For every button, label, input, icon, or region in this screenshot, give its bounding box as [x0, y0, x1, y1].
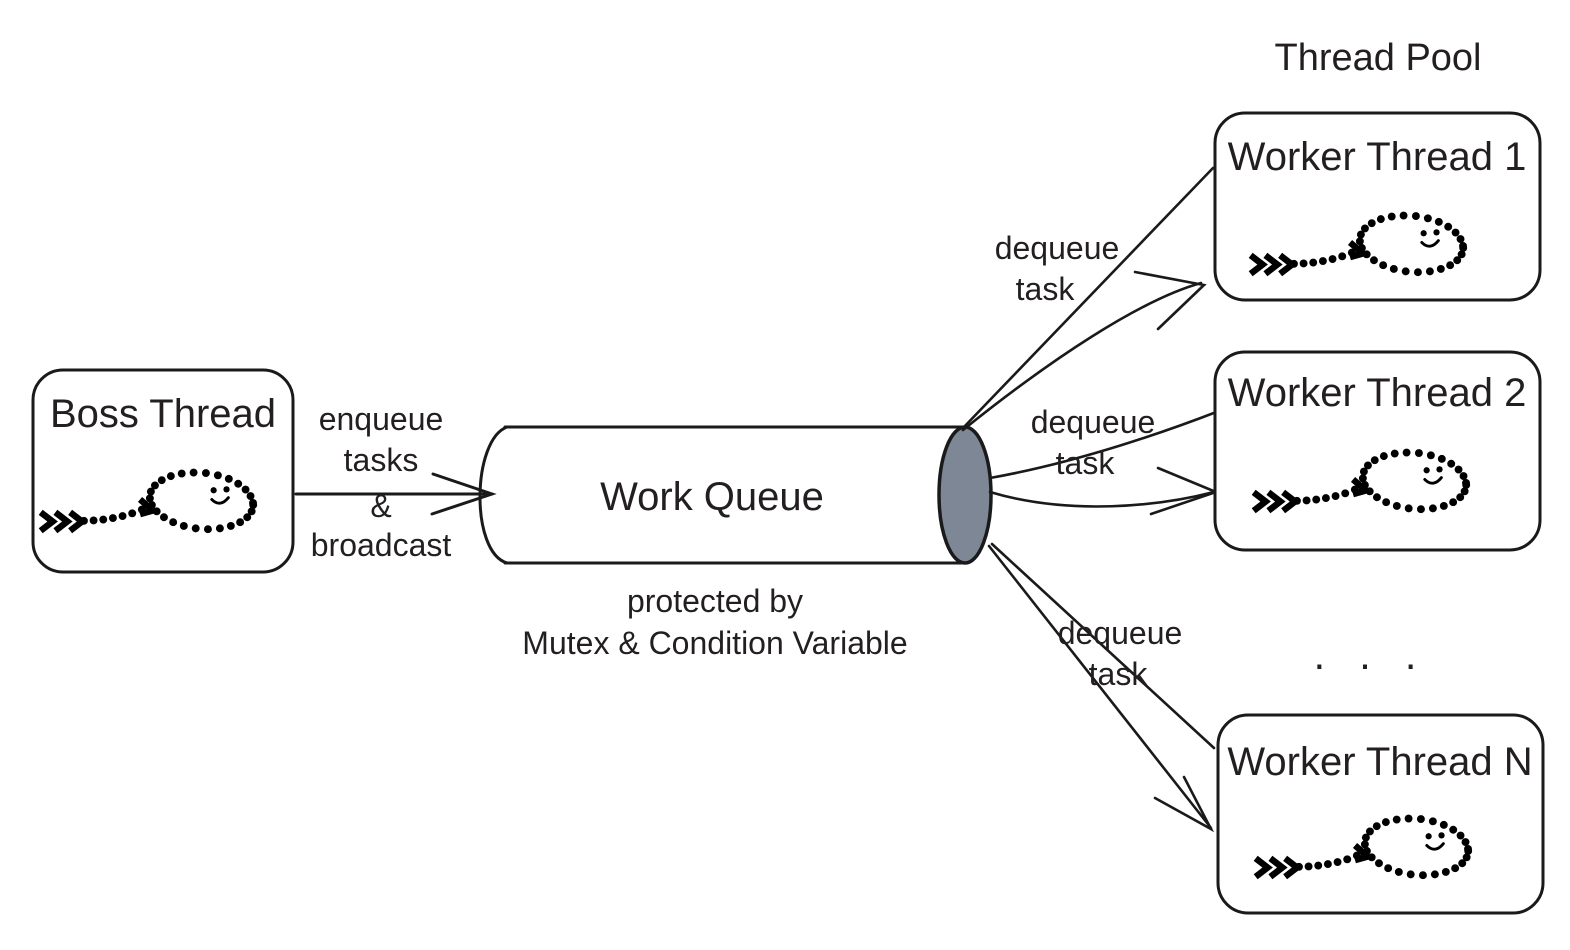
- worker-thread-n-node[interactable]: Worker Thread N: [1216, 713, 1545, 915]
- work-queue-node[interactable]: Work Queue protected by Mutex & Conditio…: [478, 425, 993, 661]
- dequeue-1-line-b: [961, 281, 1203, 432]
- work-queue-label: Work Queue: [600, 475, 824, 519]
- dequeue-1-arrow-head: [1133, 270, 1207, 331]
- queue-right-end-ellipse: [937, 425, 993, 565]
- dequeue-1-label-line-1: dequeue: [995, 230, 1120, 266]
- dequeue-3-line-a: [987, 544, 1213, 830]
- dequeue-1-label-line-2: task: [1016, 271, 1076, 307]
- boss-thread-label: Boss Thread: [50, 392, 276, 436]
- dequeue-2-line-b: [988, 490, 1216, 508]
- dequeue-3-label-line-1: dequeue: [1058, 615, 1183, 651]
- worker-thread-n-label: Worker Thread N: [1227, 740, 1532, 784]
- enqueue-label-line-3: &: [370, 488, 391, 524]
- dequeue-edge-2: dequeue task: [988, 404, 1221, 516]
- worker-thread-2-node[interactable]: Worker Thread 2: [1213, 350, 1542, 552]
- worker-thread-1-label: Worker Thread 1: [1228, 135, 1527, 179]
- dequeue-edge-3: dequeue task: [987, 542, 1216, 833]
- worker-thread-1-node[interactable]: Worker Thread 1: [1213, 111, 1542, 302]
- dequeue-3-label-line-2: task: [1089, 656, 1149, 692]
- queue-note-line-2: Mutex & Condition Variable: [522, 625, 907, 661]
- dequeue-3-line-b: [990, 542, 1216, 750]
- queue-left-arc: [478, 425, 509, 565]
- dequeue-2-label-line-1: dequeue: [1031, 404, 1156, 440]
- boss-thread-box[interactable]: [31, 368, 295, 574]
- queue-note-line-1: protected by: [627, 583, 803, 619]
- dequeue-2-arrow-head: [1149, 466, 1220, 516]
- dequeue-edge-1: dequeue task: [961, 166, 1215, 432]
- workers-ellipsis: · · ·: [1312, 640, 1427, 687]
- dequeue-1-line-a: [961, 166, 1215, 430]
- enqueue-arrow-head: [430, 472, 497, 516]
- thread-pool-title: Thread Pool: [1274, 37, 1481, 79]
- enqueue-edge: enqueue tasks & broadcast: [294, 401, 497, 563]
- boss-thread-node[interactable]: Boss Thread: [31, 368, 295, 574]
- enqueue-label-line-2: tasks: [344, 442, 419, 478]
- worker-thread-2-label: Worker Thread 2: [1228, 371, 1527, 415]
- enqueue-label-line-1: enqueue: [319, 401, 444, 437]
- dequeue-2-label-line-2: task: [1056, 445, 1116, 481]
- enqueue-label-line-4: broadcast: [311, 527, 452, 563]
- dequeue-3-arrow-head: [1153, 775, 1215, 833]
- dequeue-2-line-a: [988, 409, 1221, 480]
